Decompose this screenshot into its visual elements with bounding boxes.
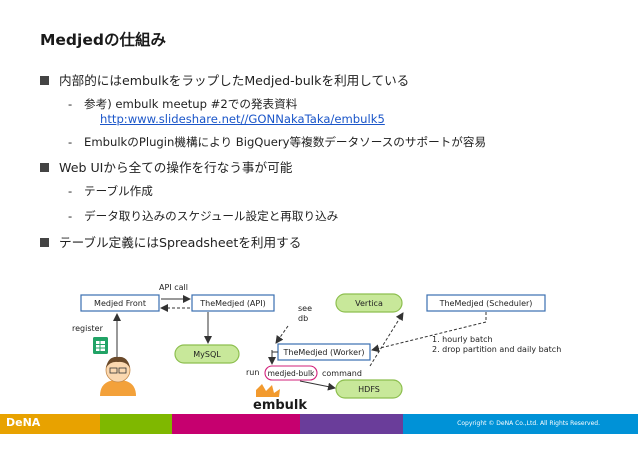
see-label: see <box>298 304 312 313</box>
footer-segment <box>100 414 172 434</box>
footer-segment <box>172 414 300 434</box>
sub-dash: - <box>68 135 73 149</box>
medjed-bulk-label: medjed-bulk <box>268 369 315 378</box>
sub-item-text: EmbulkのPlugin機構により BigQuery等複数データソースのサポー… <box>84 135 487 149</box>
medjed-front-node: Medjed Front <box>80 294 160 312</box>
sub-item: -テーブル作成 <box>68 183 153 199</box>
footer-segment <box>403 414 638 434</box>
square-bullet-icon <box>40 76 49 85</box>
medjed-bulk-node: medjed-bulk <box>264 365 318 381</box>
themedjed-api-label: TheMedjed (API) <box>199 299 265 308</box>
slideshare-link[interactable]: http:www.slideshare.net//GONNakaTaka/emb… <box>100 112 385 126</box>
register-label: register <box>72 324 104 333</box>
mysql-label: MySQL <box>193 350 221 359</box>
sub-dash: - <box>68 97 73 111</box>
slide-title: Medjedの仕組み <box>40 31 166 49</box>
sub-item: -参考) embulk meetup #2での発表資料 <box>68 96 297 112</box>
vertica-node: Vertica <box>335 293 403 313</box>
themedjed-api-node: TheMedjed (API) <box>191 294 275 312</box>
footer-segment <box>300 414 403 434</box>
hdfs-node: HDFS <box>335 379 403 399</box>
sub-item-text: 参考) embulk meetup #2での発表資料 <box>84 97 298 111</box>
sub-item: -EmbulkのPlugin機構により BigQuery等複数データソースのサポ… <box>68 134 486 150</box>
footer-bar: DeNA Copyright © DeNA Co.,Ltd. All Right… <box>0 414 638 434</box>
run-label: run <box>246 368 259 377</box>
worker-label: TheMedjed (Worker) <box>283 348 365 357</box>
footer-segment <box>0 414 100 434</box>
sub-dash: - <box>68 184 73 198</box>
bullet-item: テーブル定義にはSpreadsheetを利用する <box>40 232 301 251</box>
copyright-text: Copyright © DeNA Co.,Ltd. All Rights Res… <box>457 420 600 427</box>
spreadsheet-icon <box>93 337 108 354</box>
embulk-logo-icon: embulk <box>253 384 307 413</box>
hdfs-label: HDFS <box>358 385 380 394</box>
worker-node: TheMedjed (Worker) <box>277 343 371 361</box>
bullet-text: 内部的にはembulkをラップしたMedjed-bulkを利用している <box>59 73 410 88</box>
sub-item-text: テーブル作成 <box>84 184 153 198</box>
api-call-label: API call <box>159 283 188 292</box>
mysql-node: MySQL <box>174 344 240 364</box>
bulk-to-vertica-arrow <box>369 312 404 367</box>
bullet-text: テーブル定義にはSpreadsheetを利用する <box>59 235 302 250</box>
command-label: command <box>322 369 362 378</box>
sub-item-text: データ取り込みのスケジュール設定と再取り込み <box>84 209 339 223</box>
db-label: db <box>298 314 308 323</box>
sub-dash: - <box>68 209 73 223</box>
see-db-arrow <box>275 325 289 344</box>
embulk-logo-text: embulk <box>253 398 307 413</box>
batch-label-daily: 2. drop partition and daily batch <box>432 345 561 354</box>
scheduler-label: TheMedjed (Scheduler) <box>439 299 533 308</box>
vertica-label: Vertica <box>355 299 383 308</box>
batch-label-hourly: 1. hourly batch <box>432 335 493 344</box>
sub-item: -データ取り込みのスケジュール設定と再取り込み <box>68 208 338 224</box>
bullet-item: 内部的にはembulkをラップしたMedjed-bulkを利用している <box>40 70 409 89</box>
dena-logo: DeNA <box>6 416 41 429</box>
bullet-text: Web UIから全ての操作を行なう事が可能 <box>59 160 293 175</box>
scheduler-to-worker-arrow <box>371 312 487 353</box>
medjed-front-label: Medjed Front <box>94 299 146 308</box>
scheduler-node: TheMedjed (Scheduler) <box>426 294 546 312</box>
square-bullet-icon <box>40 238 49 247</box>
user-avatar-icon <box>100 356 136 396</box>
bulk-to-hdfs-arrow <box>299 380 336 391</box>
square-bullet-icon <box>40 163 49 172</box>
bullet-item: Web UIから全ての操作を行なう事が可能 <box>40 157 292 176</box>
